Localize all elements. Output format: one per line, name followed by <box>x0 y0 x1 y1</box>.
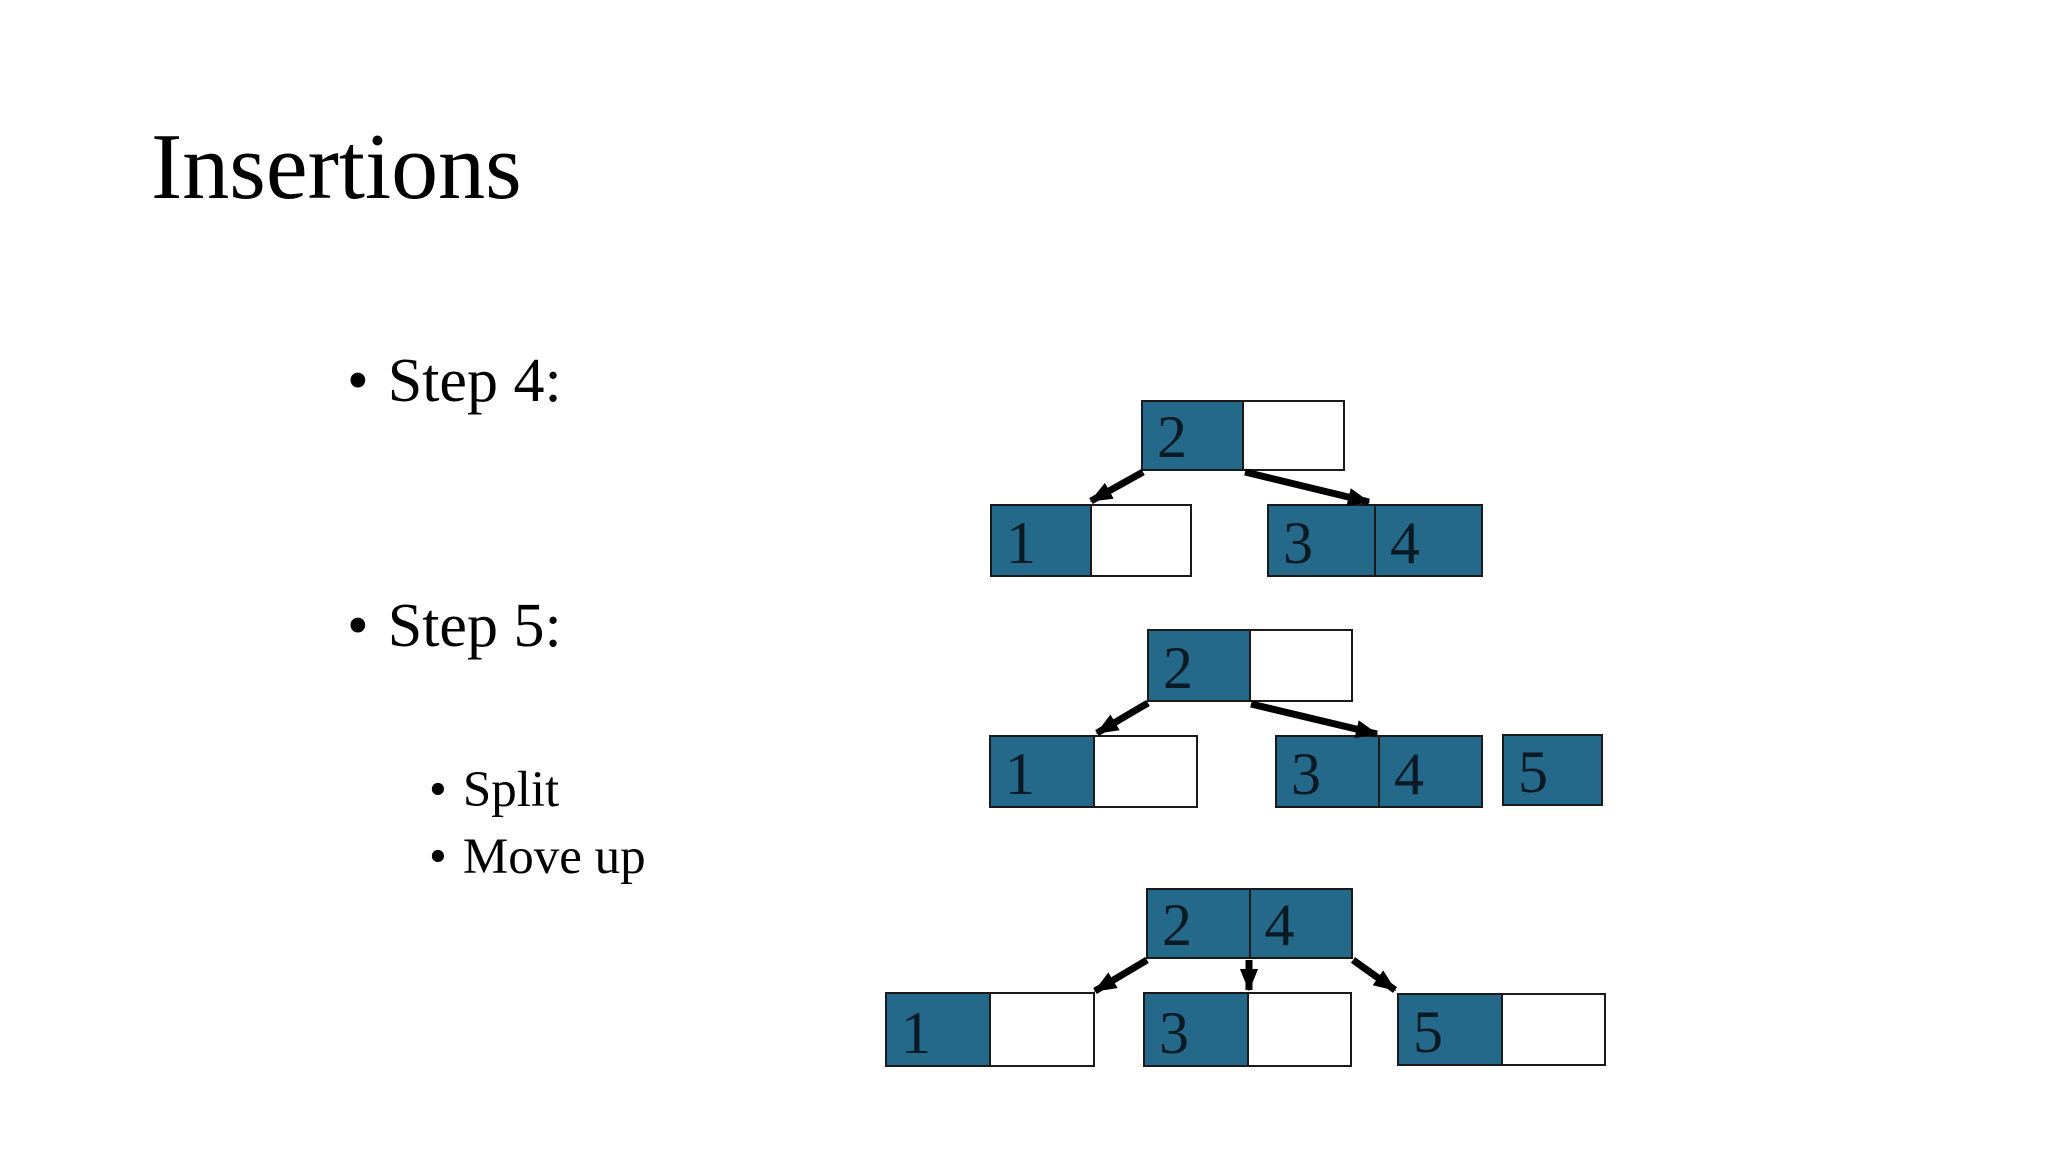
cell-value: 5 <box>1413 999 1443 1064</box>
tree-arrow <box>1093 956 1149 995</box>
node-cell-empty <box>1249 631 1351 700</box>
node-cell-filled: 3 <box>1145 994 1247 1065</box>
bullet-icon: • <box>429 829 447 885</box>
page-title: Insertions <box>151 115 522 219</box>
node-cell-filled: 2 <box>1148 890 1249 957</box>
tree-node-t1-root: 2 <box>1141 400 1345 471</box>
cell-value: 3 <box>1283 510 1313 575</box>
bullet-icon: • <box>429 762 447 818</box>
cell-value: 4 <box>1264 892 1295 957</box>
cell-value: 3 <box>1159 1000 1189 1065</box>
tree-arrow <box>1350 957 1398 993</box>
node-cell-filled: 4 <box>1378 737 1481 806</box>
bullet-icon: • <box>347 592 369 660</box>
tree-arrow <box>1095 699 1150 737</box>
node-cell-filled: 3 <box>1269 506 1374 575</box>
tree-node-t3-left: 1 <box>885 992 1095 1067</box>
node-cell-filled: 5 <box>1399 995 1501 1064</box>
tree-node-t3-right: 5 <box>1397 993 1606 1066</box>
node-cell-empty <box>1090 506 1190 575</box>
tree-arrow <box>1250 700 1379 738</box>
tree-arrow <box>1244 468 1371 506</box>
bullet-move-up-label: Move up <box>462 829 646 885</box>
node-cell-filled: 1 <box>991 737 1093 806</box>
cell-value: 1 <box>901 1000 931 1065</box>
node-cell-filled: 3 <box>1277 737 1378 806</box>
node-cell-filled: 4 <box>1248 890 1351 957</box>
cell-value: 4 <box>1394 741 1424 806</box>
cell-value: 3 <box>1291 741 1321 806</box>
bullet-step-5-label: Step 5: <box>387 592 562 660</box>
cell-value: 1 <box>1005 741 1035 806</box>
bullet-split-label: Split <box>462 762 560 818</box>
cell-value: 4 <box>1390 510 1420 575</box>
node-cell-empty <box>1246 994 1350 1065</box>
bullet-step-5: • Step 5: <box>347 589 562 663</box>
tree-node-t2-root: 2 <box>1147 629 1353 702</box>
cell-value: 2 <box>1163 635 1193 700</box>
tree-node-t3-mid: 3 <box>1143 992 1352 1067</box>
bullet-step-4-label: Step 4: <box>387 347 562 415</box>
node-cell-empty <box>1500 995 1604 1064</box>
node-cell-empty <box>1242 402 1343 469</box>
node-cell-filled: 2 <box>1149 631 1249 700</box>
cell-value: 2 <box>1162 892 1192 957</box>
tree-node-t2-left: 1 <box>989 735 1198 808</box>
node-cell-filled: 1 <box>992 506 1090 575</box>
bullet-split: • Split <box>429 760 559 821</box>
node-cell-empty <box>989 994 1093 1065</box>
cell-value: 5 <box>1518 739 1548 804</box>
tree-arrow <box>1089 468 1145 505</box>
node-cell-empty <box>1092 737 1196 806</box>
cell-value: 1 <box>1006 510 1036 575</box>
cell-value: 2 <box>1157 404 1187 469</box>
tree-node-t1-left: 1 <box>990 504 1192 577</box>
bullet-move-up: • Move up <box>429 827 646 888</box>
node-cell-filled: 4 <box>1374 506 1481 575</box>
tree-node-t2-extra: 5 <box>1502 734 1603 806</box>
bullet-step-4: • Step 4: <box>347 344 562 418</box>
node-cell-filled: 2 <box>1143 402 1242 469</box>
bullet-icon: • <box>347 347 369 415</box>
node-cell-filled: 5 <box>1504 736 1601 804</box>
node-cell-filled: 1 <box>887 994 989 1065</box>
